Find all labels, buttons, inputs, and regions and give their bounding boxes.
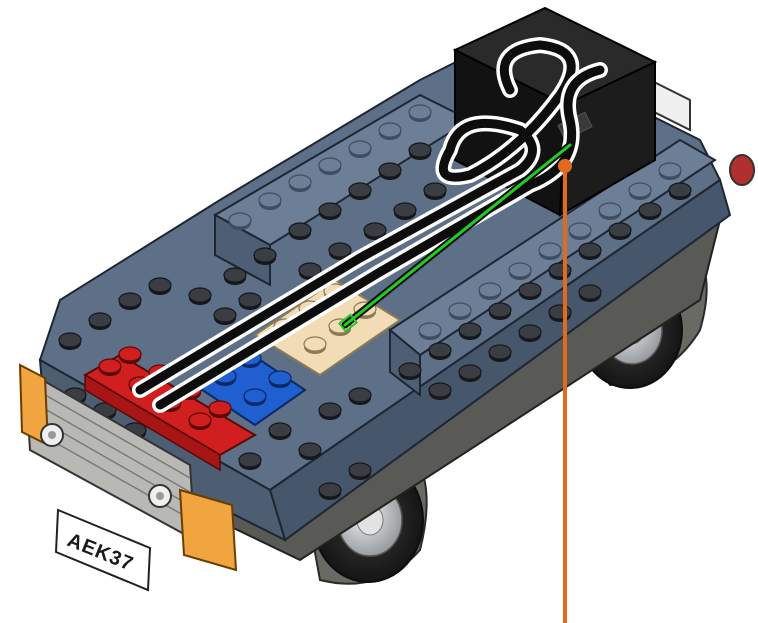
stud: [539, 243, 561, 260]
stud: [549, 305, 571, 322]
stud: [319, 483, 341, 500]
stud: [224, 268, 246, 285]
stud: [239, 293, 261, 310]
stud: [459, 365, 481, 382]
stud: [429, 343, 451, 360]
stud: [229, 213, 251, 230]
stud: [319, 158, 341, 175]
stud: [394, 203, 416, 220]
stud: [59, 333, 81, 350]
stud: [429, 383, 451, 400]
stud-red: [99, 359, 121, 376]
stud: [239, 453, 261, 470]
stud: [669, 183, 691, 200]
stud: [349, 141, 371, 158]
stud: [579, 243, 601, 260]
stud: [424, 183, 446, 200]
stud: [639, 203, 661, 220]
stud-blue: [244, 389, 266, 406]
stud: [349, 183, 371, 200]
stud: [449, 303, 471, 320]
stud: [399, 363, 421, 380]
stud: [569, 223, 591, 240]
stud: [519, 283, 541, 300]
stud: [509, 263, 531, 280]
stud: [409, 143, 431, 160]
stud-red: [209, 401, 231, 418]
stud: [489, 303, 511, 320]
stud: [519, 325, 541, 342]
stud: [379, 123, 401, 140]
license-plate: AEK37: [56, 510, 150, 590]
stud: [379, 163, 401, 180]
stud-tan: [304, 337, 326, 354]
round-light-right: [149, 485, 171, 507]
stud: [479, 283, 501, 300]
stud: [659, 163, 681, 180]
stud: [89, 313, 111, 330]
stud: [419, 323, 441, 340]
stud: [629, 183, 651, 200]
stud: [269, 423, 291, 440]
stud: [579, 285, 601, 302]
round-light-left: [41, 424, 63, 446]
stud: [349, 388, 371, 405]
stud: [289, 175, 311, 192]
stud: [609, 223, 631, 240]
stud: [189, 288, 211, 305]
stud: [319, 403, 341, 420]
stud-red: [119, 347, 141, 364]
stud: [299, 443, 321, 460]
stud: [409, 105, 431, 122]
stud: [599, 203, 621, 220]
stud: [489, 345, 511, 362]
stud: [254, 248, 276, 265]
stud: [259, 193, 281, 210]
stud: [289, 223, 311, 240]
stud: [149, 278, 171, 295]
stud: [349, 463, 371, 480]
stud: [549, 263, 571, 280]
stud: [214, 308, 236, 325]
stud-blue: [269, 371, 291, 388]
stud: [319, 203, 341, 220]
stud: [119, 293, 141, 310]
stud: [459, 323, 481, 340]
stud-red: [189, 413, 211, 430]
